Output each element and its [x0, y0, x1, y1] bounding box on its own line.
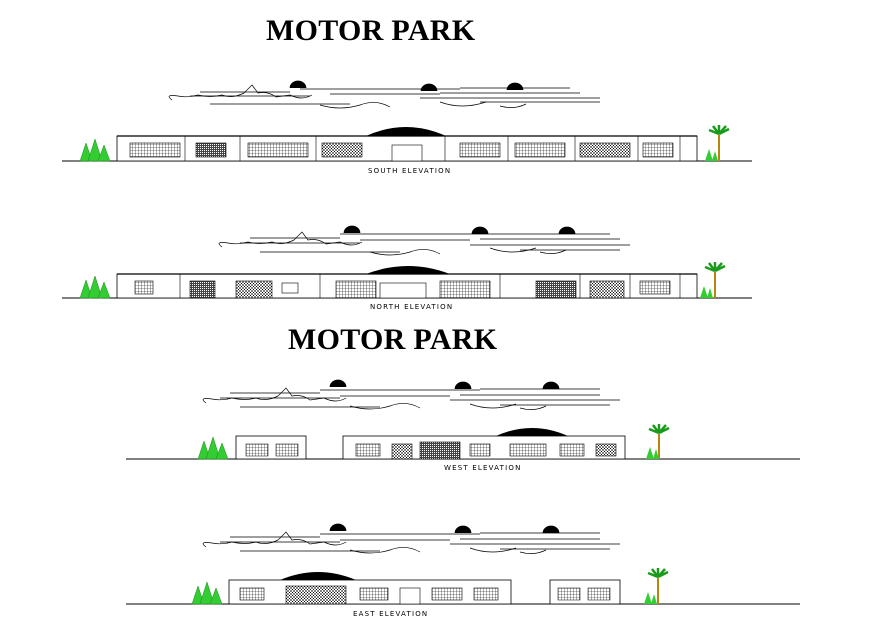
east-elevation: [126, 523, 800, 605]
drawing-title-top: MOTOR PARK: [266, 14, 476, 47]
palm-tree-icon: [700, 262, 726, 298]
sky-sketch: [218, 225, 630, 256]
palm-tree-icon: [705, 125, 730, 161]
west-elevation: [126, 379, 800, 460]
tree-icon: [197, 436, 229, 460]
west-elevation-label: WEST ELEVATION: [444, 464, 522, 472]
sky-sketch: [202, 523, 620, 554]
south-elevation: [62, 80, 752, 162]
east-elevation-label: EAST ELEVATION: [353, 610, 429, 618]
sky-sketch: [202, 379, 620, 410]
north-elevation-label: NORTH ELEVATION: [370, 303, 454, 311]
south-elevation-label: SOUTH ELEVATION: [368, 167, 452, 175]
drawing-title-middle: MOTOR PARK: [288, 323, 498, 356]
palm-tree-icon: [646, 424, 670, 459]
tree-icon: [79, 138, 111, 162]
tree-icon: [79, 275, 111, 299]
north-elevation: [62, 225, 752, 299]
palm-tree-icon: [644, 568, 669, 604]
tree-icon: [191, 581, 223, 605]
sky-sketch: [168, 80, 600, 109]
